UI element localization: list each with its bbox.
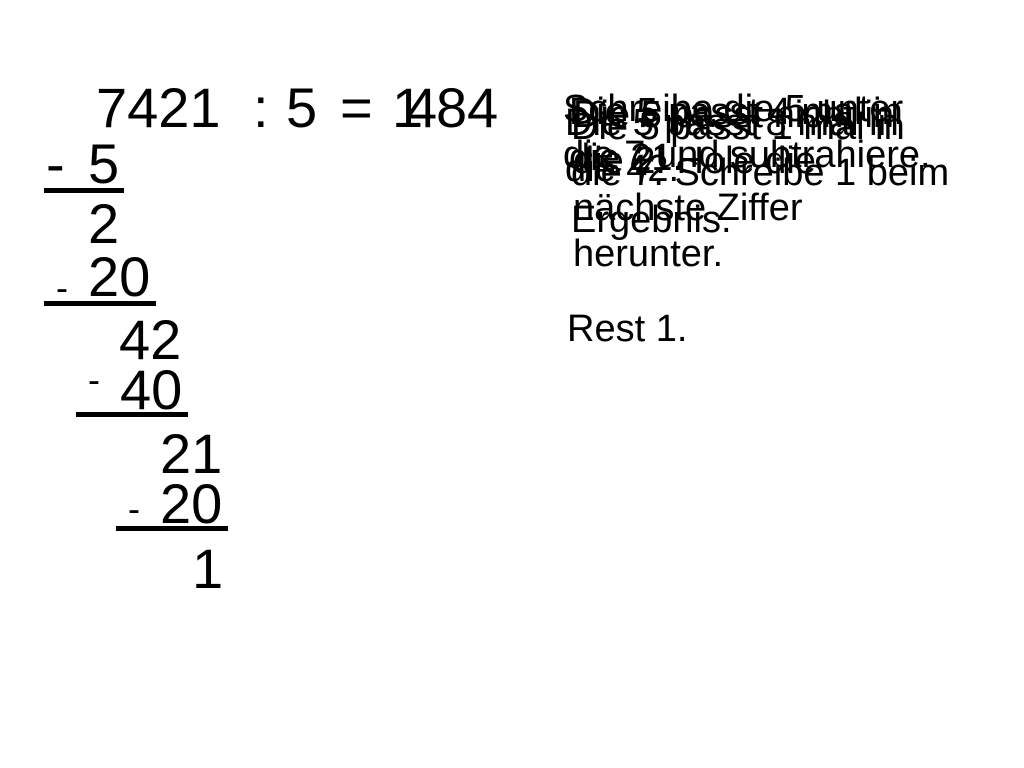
division-operator: :: [253, 76, 269, 139]
result-digit-2: 4: [406, 76, 438, 139]
step-2-remainder: 42: [119, 308, 182, 371]
step-3-minus: -: [88, 359, 100, 400]
step-1-subtrahend: 5: [88, 132, 120, 195]
step-3-rule: [76, 412, 188, 417]
result-digit-3: 8: [436, 76, 468, 139]
step-1-rule: [44, 188, 124, 193]
note-2: Schreibe die 5 unter die 7 und subtrahie…: [563, 88, 931, 177]
step-4-minus: -: [128, 488, 140, 529]
equals-sign: =: [340, 76, 373, 139]
step-2-rule: [44, 301, 156, 306]
note-3: Die 5 passt nicht in die 2. Hole die näc…: [573, 94, 895, 276]
dividend: 7421: [96, 76, 221, 139]
note-6: Rest 1.: [567, 308, 688, 350]
step-2-minus: -: [56, 267, 68, 308]
note-4: Die 5 passt 8 mal in die 42.: [565, 102, 899, 191]
step-3-subtrahend: 40: [120, 358, 183, 421]
step-4-rule: [116, 526, 228, 531]
result-digit-1: 1: [392, 76, 424, 139]
note-1: Die 5 passt 1 mal in die 7. Schreibe 1 b…: [571, 106, 950, 241]
result-digit-4: 4: [467, 76, 499, 139]
step-1-remainder: 2: [88, 192, 120, 255]
step-3-remainder: 21: [160, 422, 223, 485]
step-1-minus: -: [46, 132, 65, 195]
notes-panel: Die 5 passt 1 mal in die 7. Schreibe 1 b…: [563, 86, 963, 446]
step-2-subtrahend: 20: [88, 245, 151, 308]
divisor: 5: [286, 76, 318, 139]
step-4-subtrahend: 20: [160, 472, 223, 535]
step-4-remainder: 1: [192, 537, 224, 600]
note-5: Die 5 passt 4 mal in die 21.: [569, 91, 903, 180]
